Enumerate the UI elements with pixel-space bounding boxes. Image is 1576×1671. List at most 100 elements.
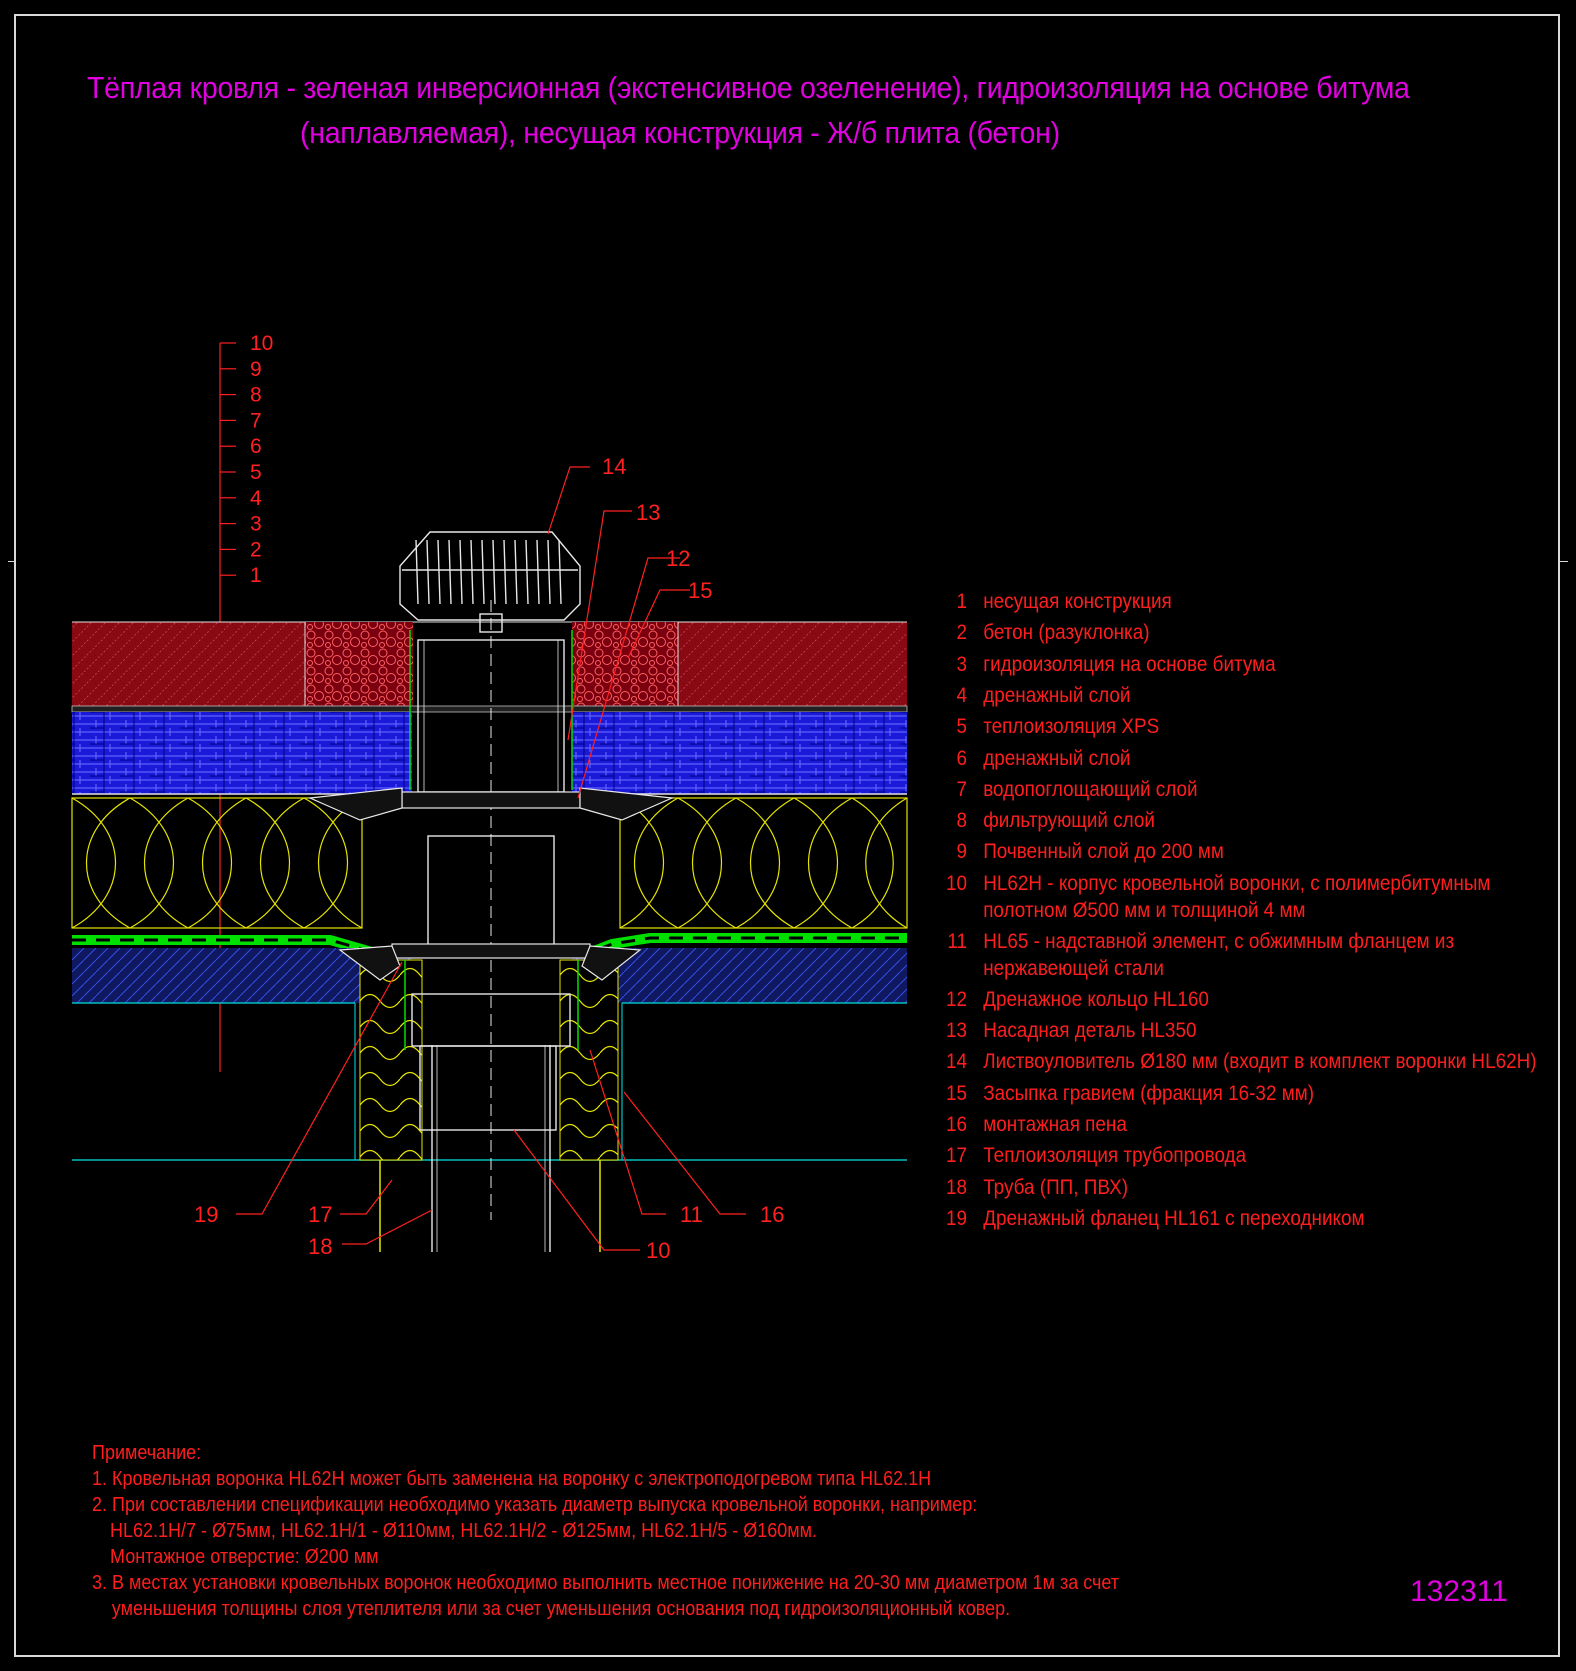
- legend-text: гидроизоляция на основе битума: [983, 652, 1276, 676]
- legend-text: дренажный слой: [983, 683, 1131, 707]
- legend-number: 2: [956, 621, 967, 645]
- scale-label: 3: [250, 513, 262, 536]
- leaf-guard-rib: [514, 539, 518, 605]
- legend-number: 11: [947, 929, 967, 953]
- scale-label: 4: [250, 487, 262, 510]
- leaf-guard-rib: [426, 539, 430, 605]
- legend-text: теплоизоляция XPS: [983, 715, 1160, 739]
- filter-layer: [71, 705, 908, 713]
- legend-text: Засыпка гравием (фракция 16-32 мм): [983, 1081, 1314, 1105]
- leaf-guard-rib: [492, 539, 496, 605]
- leaf-guard-rib: [547, 539, 551, 605]
- legend-number: 10: [945, 871, 967, 895]
- legend-text-cont: полотном Ø500 мм и толщиной 4 мм: [983, 898, 1306, 922]
- wool-loop: [851, 797, 908, 929]
- legend-text: Дренажное кольцо HL160: [983, 987, 1209, 1011]
- title-line-1: Тёплая кровля - зеленая инверсионная (эк…: [87, 70, 1410, 105]
- scale-label: 9: [250, 358, 262, 381]
- legend-number: 6: [956, 746, 967, 770]
- gravel-backfill-left: [305, 622, 413, 708]
- legend-number: 8: [956, 809, 967, 833]
- callout-15: 15: [688, 578, 712, 603]
- leaf-guard-rib: [536, 539, 540, 605]
- pipe-insulation-right: [559, 959, 619, 1161]
- scale-label: 1: [250, 564, 262, 587]
- legend-number: 14: [945, 1050, 967, 1074]
- callout-13: 13: [636, 500, 660, 525]
- wool-loop: [71, 797, 131, 929]
- legend-number: 12: [945, 987, 967, 1011]
- wool-loop: [187, 797, 247, 929]
- leaf-guard-rib: [437, 539, 441, 605]
- membrane-seal-lines: [404, 630, 579, 1050]
- xps-layer-left: [72, 712, 412, 794]
- callout-leaders: [236, 466, 746, 1251]
- legend-text: HL62H - корпус кровельной воронки, с пол…: [983, 871, 1491, 895]
- wool-insulation-layer: [71, 797, 908, 929]
- legend-text: Насадная деталь HL350: [983, 1019, 1197, 1042]
- leaf-guard-rib: [525, 539, 529, 605]
- legend-text: Теплоизоляция трубопровода: [983, 1144, 1247, 1168]
- note-3: 3. В местах установки кровельных воронок…: [92, 1572, 1120, 1594]
- callout-19: 19: [194, 1202, 218, 1227]
- legend-number: 19: [945, 1206, 967, 1230]
- callout-18: 18: [308, 1234, 332, 1259]
- callout-labels: 14 13 12 15 19 17 18 11 16 10: [194, 454, 784, 1263]
- legend-text: Почвенный слой до 200 мм: [983, 840, 1224, 864]
- legend-number: 9: [956, 840, 967, 864]
- leaf-guard-rib: [558, 539, 562, 605]
- drainage-rings: [307, 787, 675, 981]
- note-2: 2. При составлении спецификации необходи…: [92, 1494, 978, 1516]
- frame-tick-right: [1560, 561, 1568, 562]
- notes-block: Примечание: 1. Кровельная воронка HL62H …: [92, 1440, 1119, 1622]
- soil-layer-left: [72, 622, 305, 708]
- leaf-guard-rib: [470, 539, 474, 605]
- drain-pipe: [431, 600, 551, 1252]
- legend-number: 16: [945, 1112, 967, 1136]
- scale-label: 8: [250, 384, 262, 407]
- scale-label: 5: [250, 461, 262, 484]
- callout-16: 16: [760, 1202, 784, 1227]
- leaf-guard: [399, 531, 581, 633]
- legend-number: 7: [956, 777, 967, 801]
- legend-text-cont: нержавеющей стали: [983, 956, 1164, 980]
- soil-layer-right: [678, 622, 907, 708]
- callout-11: 11: [680, 1202, 703, 1227]
- legend-text: монтажная пена: [983, 1112, 1127, 1136]
- callout-12: 12: [666, 546, 690, 571]
- legend-text: фильтрующий слой: [983, 809, 1155, 833]
- legend-number: 13: [945, 1019, 967, 1042]
- leaf-guard-rib: [503, 539, 507, 605]
- wool-loop: [129, 797, 189, 929]
- legend-text: Труба (ПП, ПВХ): [983, 1175, 1129, 1199]
- callout-10: 10: [646, 1238, 670, 1263]
- scale-label: 2: [250, 538, 262, 561]
- note-3-cont: уменьшения толщины слоя утеплителя или з…: [111, 1598, 1011, 1620]
- leaf-guard-rib: [448, 539, 452, 605]
- legend-number: 18: [945, 1175, 967, 1199]
- wool-loop: [735, 797, 795, 929]
- legend-number: 15: [945, 1081, 967, 1105]
- frame-tick-left: [8, 561, 16, 562]
- legend-text: Листвоуловитель Ø180 мм (входит в компле…: [983, 1050, 1537, 1074]
- note-1: 1. Кровельная воронка HL62H может быть з…: [92, 1468, 932, 1490]
- legend-number: 4: [956, 683, 967, 707]
- scale-label: 7: [250, 409, 262, 432]
- callout-14: 14: [602, 454, 626, 479]
- wool-loop: [245, 797, 305, 929]
- callout-17: 17: [308, 1202, 332, 1227]
- scale-label: 6: [250, 435, 262, 458]
- legend-text: дренажный слой: [983, 746, 1131, 770]
- leaf-guard-rib: [415, 539, 419, 605]
- xps-layer-right: [572, 712, 907, 794]
- legend-number: 5: [956, 715, 967, 739]
- note-2-examples: HL62.1H/7 - Ø75мм, HL62.1H/1 - Ø110мм, H…: [110, 1520, 817, 1542]
- legend-number: 17: [945, 1144, 967, 1168]
- wool-loop: [793, 797, 853, 929]
- wool-loop: [677, 797, 737, 929]
- legend-text: водопоглощающий слой: [983, 777, 1198, 801]
- leaf-guard-rib: [481, 539, 485, 605]
- leaf-guard-rib: [459, 539, 463, 605]
- pipe-insulation-left: [359, 959, 423, 1161]
- legend-number: 1: [956, 590, 967, 613]
